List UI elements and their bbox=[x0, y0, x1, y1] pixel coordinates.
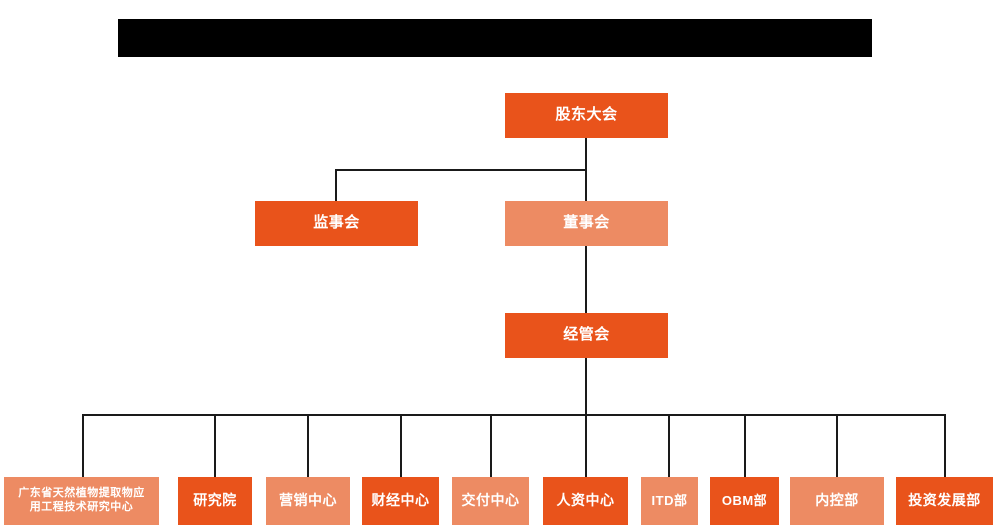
node-marketing[interactable]: 营销中心 bbox=[266, 477, 350, 525]
node-internal-control[interactable]: 内控部 bbox=[790, 477, 884, 525]
connector-drop-finance bbox=[400, 414, 402, 477]
node-research-center[interactable]: 广东省天然植物提取物应 用工程技术研究中心 bbox=[4, 477, 159, 525]
connector-departments-bus bbox=[82, 414, 946, 416]
node-supervisors-label: 监事会 bbox=[313, 214, 360, 232]
connector-directors-management bbox=[585, 246, 587, 314]
connector-drop-marketing bbox=[307, 414, 309, 477]
connector-drop-internal-control bbox=[836, 414, 838, 477]
connector-drop-supervisors bbox=[335, 169, 337, 203]
node-obm[interactable]: OBM部 bbox=[710, 477, 779, 525]
connector-drop-obm bbox=[744, 414, 746, 477]
node-supervisors[interactable]: 监事会 bbox=[255, 201, 418, 246]
node-research-center-label: 广东省天然植物提取物应 用工程技术研究中心 bbox=[18, 487, 145, 513]
node-hr-label: 人资中心 bbox=[556, 492, 615, 509]
node-investment[interactable]: 投资发展部 bbox=[896, 477, 993, 525]
node-delivery[interactable]: 交付中心 bbox=[452, 477, 529, 525]
node-obm-label: OBM部 bbox=[721, 492, 768, 508]
node-directors[interactable]: 董事会 bbox=[505, 201, 668, 246]
node-shareholders-label: 股东大会 bbox=[555, 106, 618, 124]
node-marketing-label: 营销中心 bbox=[279, 492, 337, 509]
redacted-title-bar bbox=[118, 19, 872, 57]
node-management[interactable]: 经管会 bbox=[505, 313, 668, 358]
connector-drop-hr bbox=[585, 414, 587, 477]
connector-level2-bus bbox=[335, 169, 587, 171]
node-hr[interactable]: 人资中心 bbox=[543, 477, 628, 525]
node-directors-label: 董事会 bbox=[563, 214, 610, 232]
node-internal-control-label: 内控部 bbox=[815, 492, 859, 509]
node-finance[interactable]: 财经中心 bbox=[362, 477, 439, 525]
node-itd-label: ITD部 bbox=[651, 492, 688, 508]
node-institute[interactable]: 研究院 bbox=[178, 477, 252, 525]
connector-drop-delivery bbox=[490, 414, 492, 477]
node-itd[interactable]: ITD部 bbox=[641, 477, 698, 525]
connector-drop-institute bbox=[214, 414, 216, 477]
node-delivery-label: 交付中心 bbox=[461, 492, 520, 509]
node-institute-label: 研究院 bbox=[193, 492, 237, 509]
connector-drop-directors bbox=[585, 169, 587, 203]
connector-management-stem bbox=[585, 357, 587, 416]
connector-drop-investment bbox=[944, 414, 946, 477]
connector-drop-research-center bbox=[82, 414, 84, 477]
connector-shareholders-stem bbox=[585, 138, 587, 171]
node-finance-label: 财经中心 bbox=[371, 492, 430, 509]
node-shareholders[interactable]: 股东大会 bbox=[505, 93, 668, 138]
connector-drop-itd bbox=[668, 414, 670, 477]
node-investment-label: 投资发展部 bbox=[908, 492, 981, 509]
node-management-label: 经管会 bbox=[563, 326, 610, 344]
